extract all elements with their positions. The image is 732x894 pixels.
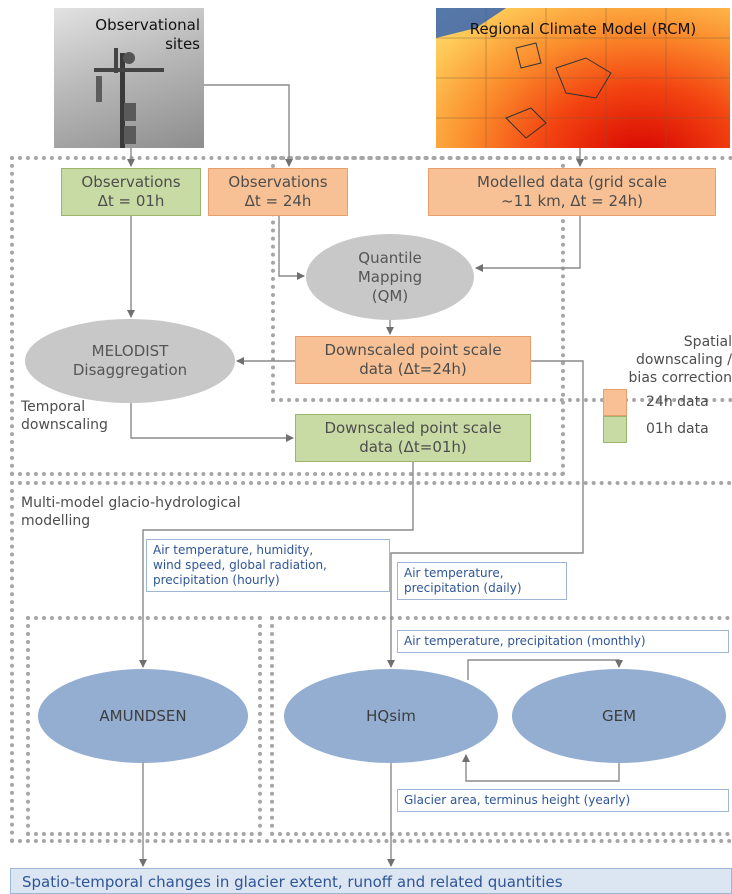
yearly-variables-note: Glacier area, terminus height (yearly) — [397, 789, 729, 812]
legend-swatch-24h — [603, 389, 627, 416]
quantile-mapping-ellipse: Quantile Mapping (QM) — [306, 234, 474, 320]
downscaled-24h-box: Downscaled point scale data (Δt=24h) — [295, 336, 531, 384]
observational-sites-title: Observational sites — [95, 16, 200, 53]
legend-label-24h: 24h data — [646, 394, 709, 410]
observations-24h-box: Observations Δt = 24h — [208, 168, 348, 216]
downscaled-01h-box: Downscaled point scale data (Δt=01h) — [295, 414, 531, 462]
daily-variables-note: Air temperature, precipitation (daily) — [397, 562, 567, 600]
weather-station-icon — [94, 48, 164, 148]
europe-map-icon — [436, 8, 730, 148]
legend-label-01h: 01h data — [646, 421, 709, 437]
legend-swatch-01h — [603, 416, 627, 443]
multimodel-label: Multi-model glacio-hydrological modellin… — [21, 495, 241, 529]
spatial-downscaling-label: Spatial downscaling / bias correction — [626, 333, 732, 387]
modelled-data-box: Modelled data (grid scale ~11 km, Δt = 2… — [428, 168, 716, 216]
observational-site-photo: Observational sites — [54, 8, 204, 148]
rcm-title: Regional Climate Model (RCM) — [469, 20, 697, 38]
monthly-variables-note: Air temperature, precipitation (monthly) — [397, 630, 729, 653]
result-bar — [10, 868, 732, 894]
gem-ellipse: GEM — [512, 669, 726, 763]
amundsen-ellipse: AMUNDSEN — [38, 669, 248, 763]
melodist-ellipse: MELODIST Disaggregation — [25, 319, 235, 403]
hourly-variables-note: Air temperature, humidity, wind speed, g… — [146, 539, 390, 592]
hqsim-ellipse: HQsim — [284, 669, 498, 763]
observations-01h-box: Observations Δt = 01h — [61, 168, 201, 216]
rcm-map: Regional Climate Model (RCM) — [436, 8, 730, 148]
result-bar-text: Spatio-temporal changes in glacier exten… — [22, 873, 563, 891]
temporal-downscaling-label: Temporal downscaling — [21, 399, 108, 433]
